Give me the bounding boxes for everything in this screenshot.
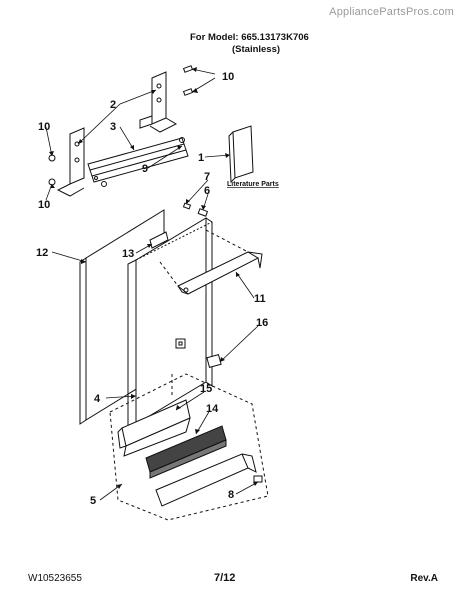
bracket-13 — [149, 231, 169, 249]
arrowheads — [49, 67, 258, 489]
bottom-trim — [155, 453, 257, 507]
hinge-bracket-right — [139, 71, 178, 133]
leader-lines — [45, 68, 259, 501]
callout-13: 13 — [122, 248, 134, 260]
callout-1: 1 — [198, 152, 204, 164]
model-number: For Model: 665.13173K706 — [190, 32, 309, 43]
callout-11: 11 — [254, 293, 266, 305]
screws-top — [182, 65, 194, 96]
badge-16 — [206, 354, 222, 368]
site-watermark: AppliancePartsPros.com — [329, 6, 454, 18]
clip-8 — [253, 475, 263, 483]
callout-6: 6 — [204, 185, 210, 197]
callout-9: 9 — [142, 163, 148, 175]
callout-7: 7 — [204, 171, 210, 183]
callout-4: 4 — [94, 393, 101, 405]
callout-12: 12 — [36, 247, 48, 259]
callout-8: 8 — [228, 489, 234, 501]
revision-label: Rev.A — [410, 573, 438, 584]
callout-14: 14 — [206, 403, 219, 415]
callout-10-top: 10 — [222, 71, 234, 83]
literature-parts — [228, 125, 254, 184]
door-rail — [87, 137, 189, 187]
panel-piece-15 — [117, 399, 191, 457]
callout-5: 5 — [90, 495, 96, 507]
panel-kit-enclosure — [109, 373, 269, 521]
screw-parts-6-7 — [182, 202, 209, 217]
callout-16: 16 — [256, 317, 268, 329]
callout-2: 2 — [110, 99, 116, 111]
model-variant: (Stainless) — [232, 44, 281, 55]
document-number: W10523655 — [28, 573, 82, 584]
insulation-14 — [145, 425, 227, 479]
hinge-bracket-left — [56, 127, 85, 197]
callout-3: 3 — [110, 121, 116, 133]
callout-15: 15 — [200, 383, 212, 395]
screws-left — [48, 154, 56, 186]
callout-10-left-top: 10 — [38, 121, 50, 133]
door-handle — [159, 229, 263, 295]
page-number: 7/12 — [214, 572, 236, 584]
literature-parts-label: Literature Parts — [227, 181, 279, 188]
callout-10-left-bottom: 10 — [38, 199, 50, 211]
